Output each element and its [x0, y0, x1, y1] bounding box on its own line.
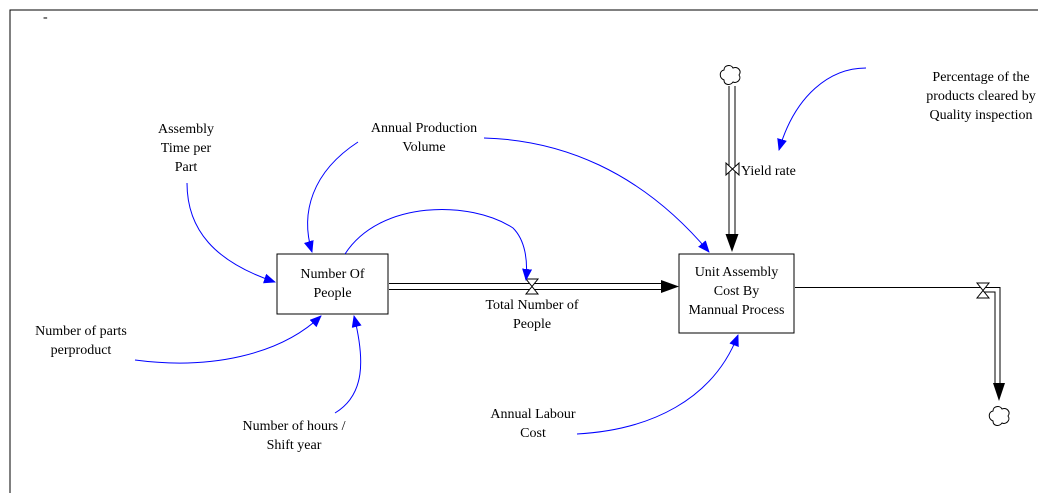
link-assembly-time-to-people	[186, 182, 276, 284]
link-production-volume-to-people	[303, 141, 359, 253]
link-parts-to-people	[134, 315, 322, 364]
link-labour-cost-to-cost	[576, 334, 739, 435]
flow-label-yield-rate: Yield rate	[741, 164, 796, 179]
valve-icon	[524, 278, 540, 295]
link-people-to-total-flow	[344, 209, 533, 281]
cloud-icon	[988, 406, 1010, 426]
link-production-volume-to-cost	[483, 137, 710, 253]
link-percentage-to-yield-rate	[777, 67, 867, 151]
valve-icon	[975, 282, 991, 299]
flow-pipe-total-number-of-people	[389, 280, 679, 293]
cloud-icon	[719, 65, 741, 85]
valve-icon	[725, 161, 740, 177]
link-hours-to-people	[334, 315, 362, 414]
diagram-frame	[9, 9, 1038, 493]
flow-pipe-yield-rate	[725, 86, 739, 252]
flow-pipe-outflow	[795, 287, 1005, 401]
frame-mark: -	[43, 10, 48, 25]
variable-number-of-hours-shift-year[interactable]: Number of hours /Shift year	[242, 419, 345, 453]
